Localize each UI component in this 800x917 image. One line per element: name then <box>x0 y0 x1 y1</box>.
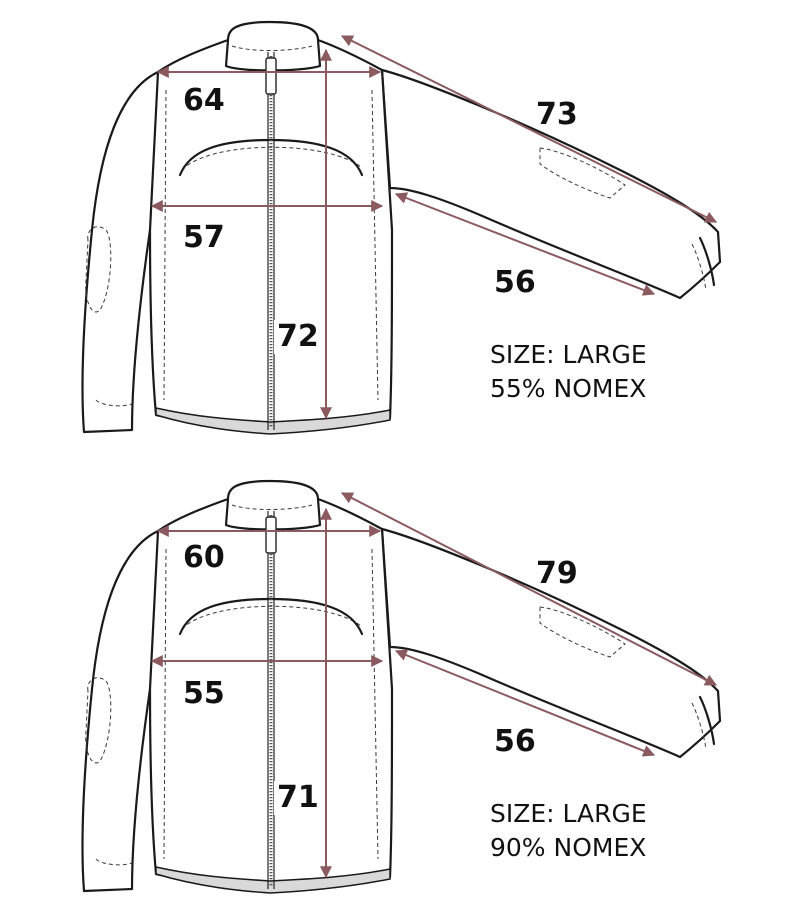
material-label: 55% NOMEX <box>490 373 647 403</box>
size-label: SIZE: LARGE <box>490 340 647 369</box>
measure-sleeve-top-value: 73 <box>536 97 578 132</box>
measure-sleeve-under-line <box>394 192 656 296</box>
measure-sleeve-under-value: 56 <box>494 724 536 759</box>
measure-chest-value: 55 <box>183 676 225 711</box>
spec-text: SIZE: LARGE 90% NOMEX <box>490 797 647 865</box>
left-sleeve <box>81 70 160 434</box>
left-elbow-patch <box>85 677 112 764</box>
measure-length-value: 72 <box>274 320 322 354</box>
material-label: 90% NOMEX <box>490 832 647 862</box>
spec-text: SIZE: LARGE 55% NOMEX <box>490 338 647 406</box>
measure-shoulder-value: 60 <box>183 540 225 575</box>
measure-chest-value: 57 <box>183 220 225 255</box>
jacket-panel-bottom: 60 55 79 56 71 SIZE: LARGE 90% NOMEX <box>0 459 800 917</box>
measure-sleeve-top-line <box>340 35 718 223</box>
jacket-outline-icon <box>81 20 722 435</box>
jacket-outline-icon <box>81 479 722 894</box>
left-elbow-patch <box>85 226 112 313</box>
left-sleeve <box>81 529 160 893</box>
size-label: SIZE: LARGE <box>490 799 647 828</box>
measure-length-value: 71 <box>274 781 322 815</box>
measure-sleeve-under-line <box>394 649 656 757</box>
measure-sleeve-under-value: 56 <box>494 265 536 300</box>
measure-shoulder-value: 64 <box>183 83 225 118</box>
jacket-panel-top: 64 57 73 56 72 SIZE: LARGE 55% NOMEX <box>0 0 800 458</box>
measure-sleeve-top-value: 79 <box>536 556 578 591</box>
